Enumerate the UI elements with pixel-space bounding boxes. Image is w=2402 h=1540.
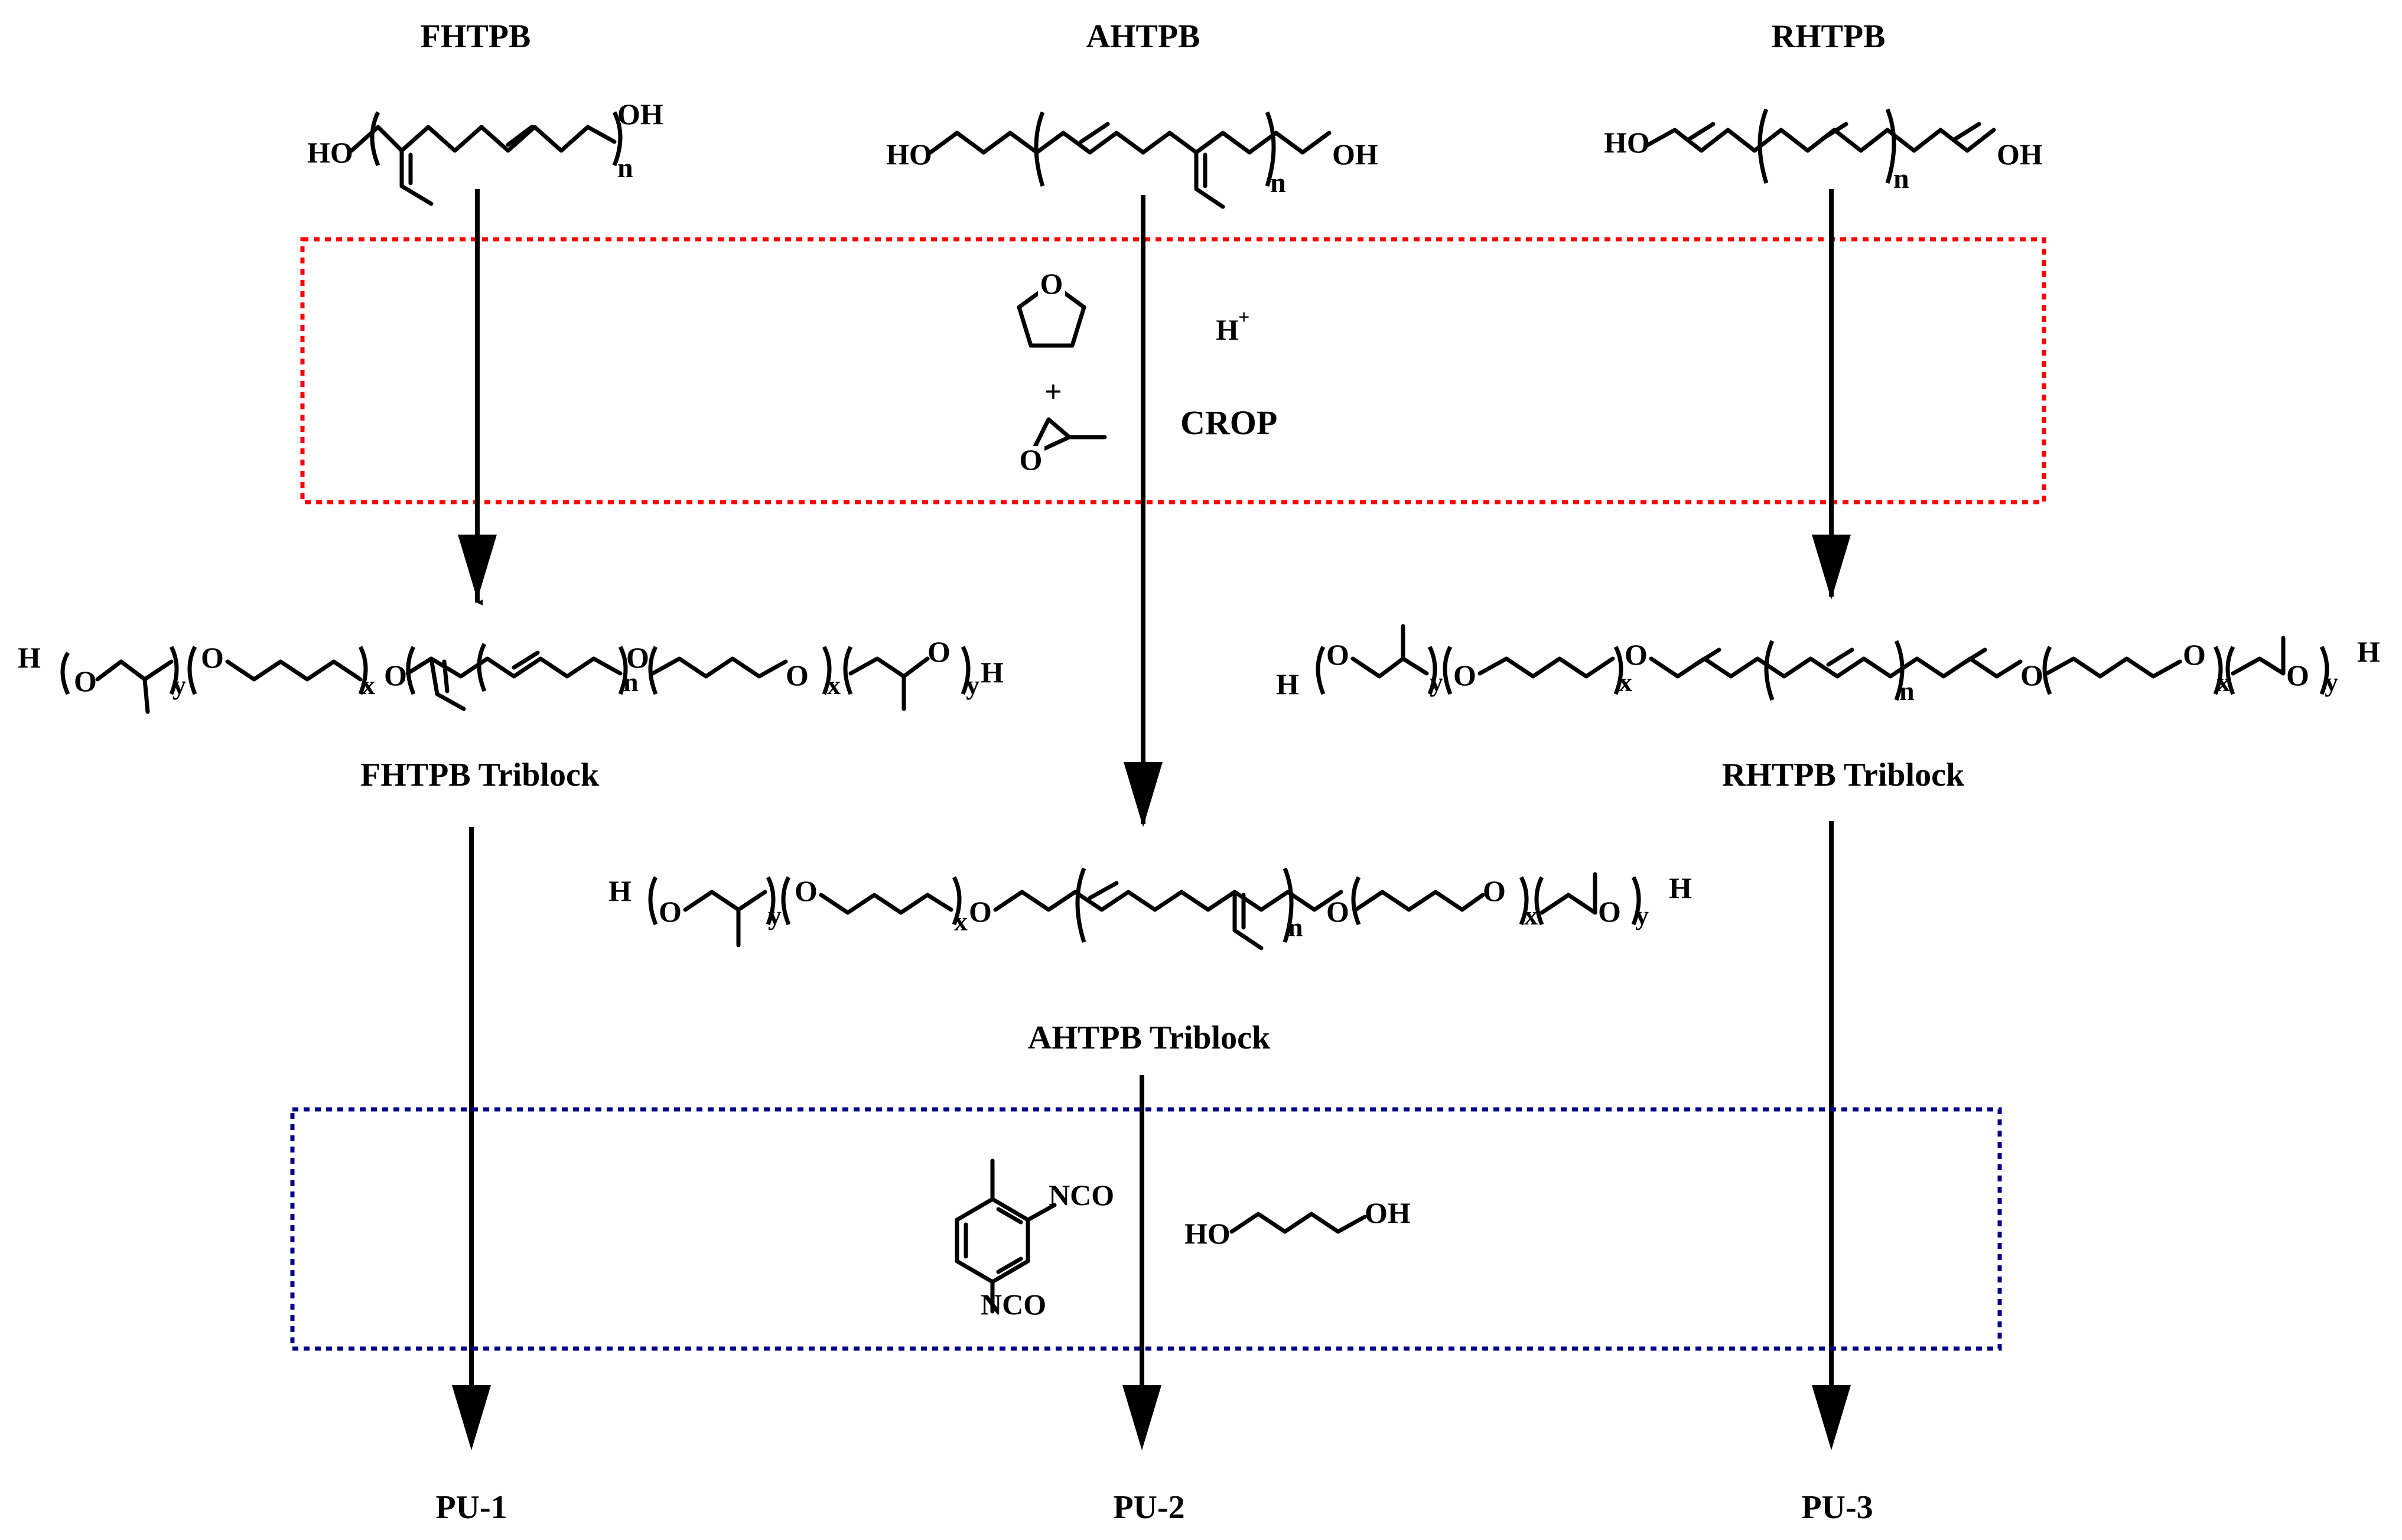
ahtpb-triblock-label: AHTPB Triblock: [1028, 1020, 1271, 1056]
svg-text:x: x: [827, 670, 841, 700]
ahtpb-triblock-structure: H O y O x O n O O x O y H: [608, 867, 1692, 950]
svg-text:O: O: [1326, 895, 1349, 928]
rhtpb-structure: HO n OH: [1604, 108, 2043, 194]
svg-text:x: x: [1619, 667, 1632, 697]
svg-text:y: y: [966, 670, 979, 700]
svg-text:n: n: [1288, 912, 1303, 942]
svg-text:x: x: [362, 670, 375, 700]
crop-reaction-box: [300, 237, 2046, 504]
svg-text:O: O: [2286, 659, 2309, 692]
ahtpb-label: AHTPB: [1086, 18, 1200, 55]
svg-text:H: H: [1276, 668, 1299, 701]
arrowhead-fhtpb-1: [458, 535, 497, 600]
arrowhead-pu2: [1122, 1385, 1161, 1450]
svg-text:y: y: [768, 900, 782, 930]
pu3-label: PU-3: [1801, 1489, 1873, 1526]
svg-text:OH: OH: [617, 97, 663, 131]
svg-text:n: n: [617, 152, 633, 184]
rhtpb-triblock-label: RHTPB Triblock: [1722, 757, 1965, 793]
fhtpb-label: FHTPB: [421, 18, 531, 55]
svg-text:O: O: [384, 659, 407, 692]
svg-text:H: H: [2357, 635, 2380, 668]
pu1-label: PU-1: [435, 1489, 507, 1526]
svg-text:O: O: [659, 895, 682, 928]
svg-text:n: n: [1893, 163, 1909, 194]
svg-text:O: O: [969, 895, 992, 928]
svg-text:H: H: [981, 656, 1004, 689]
svg-text:y: y: [172, 670, 186, 700]
arrowhead-pu1: [452, 1385, 491, 1450]
svg-text:O: O: [626, 641, 649, 674]
svg-text:OH: OH: [1332, 138, 1378, 171]
svg-text:HO: HO: [886, 138, 932, 171]
svg-text:y: y: [2325, 667, 2338, 697]
svg-text:O: O: [927, 635, 951, 668]
ahtpb-structure: HO n OH: [886, 111, 1378, 209]
svg-text:O: O: [1326, 638, 1349, 671]
svg-text:OH: OH: [1365, 1196, 1411, 1229]
arrowhead-ahtpb-1: [1124, 762, 1163, 827]
rhtpb-triblock-structure: H O y O x O n O O x O y H: [1276, 624, 2380, 706]
crop-label: CROP: [1180, 403, 1277, 442]
svg-text:O: O: [74, 665, 97, 698]
svg-text:HO: HO: [1184, 1217, 1231, 1250]
svg-text:x: x: [1524, 900, 1538, 930]
tdi-nco-bottom: NCO: [981, 1288, 1046, 1321]
fhtpb-structure: HO OH n: [307, 97, 663, 206]
svg-text:O: O: [795, 874, 818, 907]
rhtpb-label: RHTPB: [1772, 18, 1886, 55]
svg-text:O: O: [2020, 659, 2043, 692]
svg-text:n: n: [623, 667, 639, 697]
svg-text:O: O: [1598, 895, 1621, 928]
plus-sign: +: [1044, 375, 1062, 409]
svg-text:OH: OH: [1997, 138, 2043, 171]
tdi-molecule: NCO NCO: [955, 1158, 1114, 1321]
svg-text:H: H: [18, 641, 41, 674]
acid-catalyst: H +: [1216, 307, 1249, 346]
svg-text:HO: HO: [307, 136, 353, 169]
thf-molecule: O: [1017, 267, 1086, 348]
svg-text:H: H: [1216, 313, 1239, 346]
svg-text:O: O: [1020, 443, 1043, 476]
svg-text:+: +: [1238, 307, 1249, 328]
svg-text:x: x: [954, 906, 968, 936]
svg-text:O: O: [201, 641, 224, 674]
svg-text:y: y: [1430, 667, 1443, 697]
svg-text:HO: HO: [1604, 126, 1650, 159]
arrowhead-pu3: [1812, 1385, 1851, 1450]
tdi-nco-top: NCO: [1049, 1178, 1114, 1212]
svg-text:O: O: [1453, 659, 1476, 692]
propylene-oxide-molecule: O: [1017, 417, 1107, 476]
arrowhead-rhtpb-1: [1812, 535, 1851, 600]
svg-text:n: n: [1270, 167, 1286, 198]
svg-text:O: O: [1483, 874, 1506, 907]
butanediol-molecule: HO OH: [1184, 1196, 1411, 1250]
svg-text:O: O: [1040, 267, 1063, 300]
fhtpb-triblock-structure: H O y O x O n O O x O y H: [18, 635, 1004, 714]
svg-text:y: y: [1635, 900, 1649, 930]
fhtpb-triblock-label: FHTPB Triblock: [360, 757, 600, 793]
svg-text:n: n: [1899, 676, 1915, 706]
svg-text:H: H: [608, 874, 632, 907]
pu2-label: PU-2: [1113, 1489, 1184, 1526]
svg-text:O: O: [1625, 638, 1648, 671]
svg-text:O: O: [2183, 638, 2206, 671]
svg-text:O: O: [786, 659, 809, 692]
chain-extension-box: [290, 1107, 2002, 1351]
svg-text:H: H: [1669, 871, 1692, 904]
